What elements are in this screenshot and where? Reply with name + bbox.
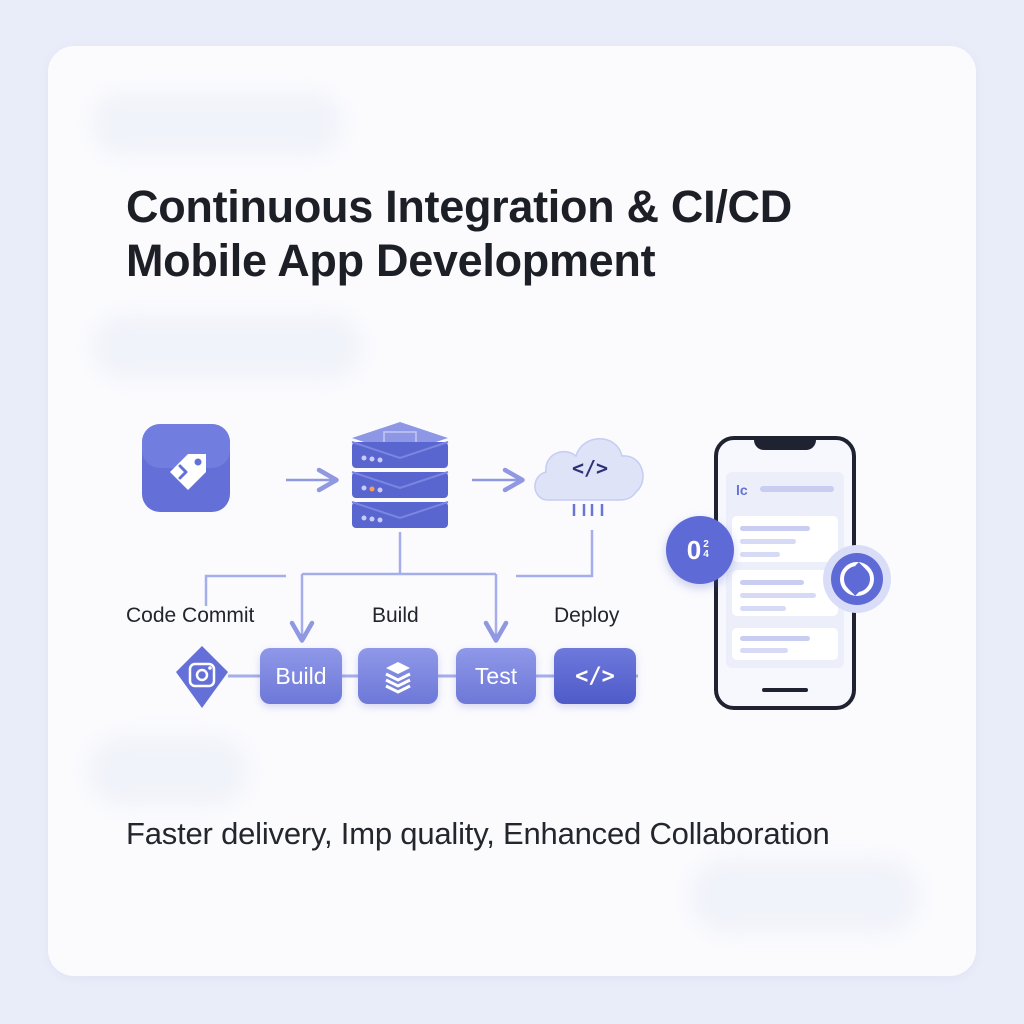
stage-label-build: Build	[372, 604, 419, 627]
line-cloud-down	[516, 530, 594, 578]
stage-label-deploy: Deploy	[554, 604, 620, 627]
pipeline-test-button[interactable]: Test	[456, 648, 536, 704]
page-title: Continuous Integration & CI/CD Mobile Ap…	[126, 180, 792, 288]
title-line-1: Continuous Integration & CI/CD	[126, 181, 792, 232]
phone-list-card	[732, 628, 838, 660]
phone-header-text: lc	[736, 482, 748, 498]
phone-list-card	[732, 570, 838, 616]
phone-badge-left-small: 24	[703, 539, 709, 560]
pipeline-deploy-code: </>	[575, 663, 615, 689]
commit-shield-icon	[176, 646, 228, 708]
phone-header-bar	[760, 486, 834, 492]
pipeline-build-button[interactable]: Build	[260, 648, 342, 704]
cloud-code-label: </>	[571, 456, 609, 480]
phone-badge-left-text: 0	[686, 534, 702, 565]
stage-label-code-commit: Code Commit	[126, 604, 255, 627]
title-line-2: Mobile App Development	[126, 235, 656, 286]
background-blob	[92, 314, 362, 380]
tagline: Faster delivery, Imp quality, Enhanced C…	[126, 816, 830, 851]
phone-badge-left[interactable]: 0 24	[666, 516, 734, 584]
code-tag-icon	[142, 424, 230, 512]
server-stack-icon	[351, 422, 449, 528]
pipeline-deploy-button[interactable]: </>	[554, 648, 636, 704]
line-server-branches	[300, 532, 498, 634]
background-blob	[92, 92, 342, 156]
background-blob	[88, 736, 248, 806]
line-commit-branch	[204, 574, 286, 606]
pipeline-build-label: Build	[275, 662, 327, 689]
phone-home-indicator	[762, 688, 808, 692]
pipeline-layers-button[interactable]	[358, 648, 438, 704]
content-card: Continuous Integration & CI/CD Mobile Ap…	[48, 46, 976, 976]
cloud-icon	[534, 438, 644, 516]
sync-badge-icon[interactable]	[820, 542, 894, 616]
phone-list-card	[732, 516, 838, 562]
background-blob	[690, 858, 920, 934]
phone-notch	[754, 436, 816, 450]
pipeline-test-label: Test	[474, 662, 518, 689]
layers-icon	[385, 662, 411, 694]
